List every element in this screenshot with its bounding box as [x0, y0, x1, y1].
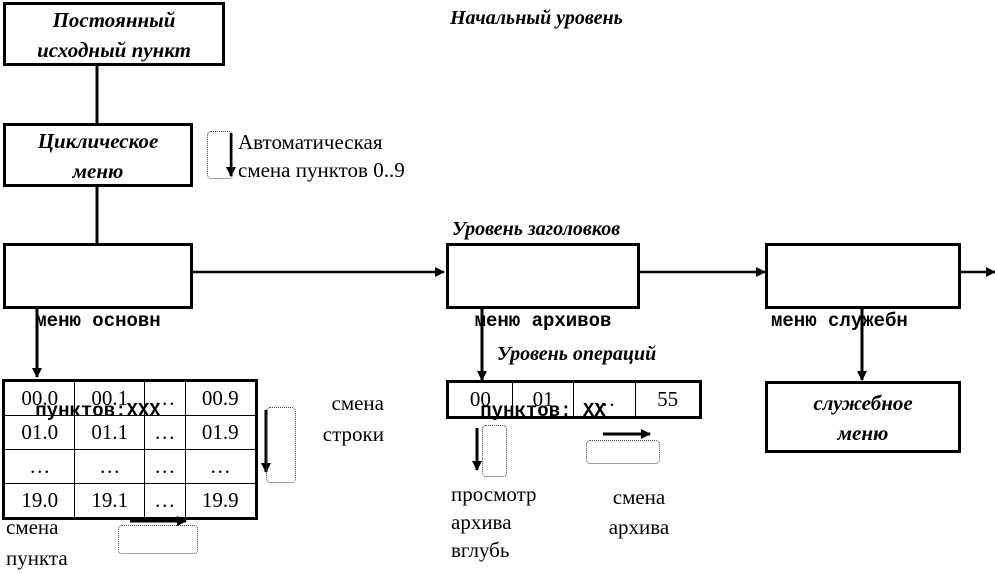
node-label: меню служебн [771, 310, 908, 332]
grid-row: 00 01 … 55 [447, 381, 701, 418]
node-service-menu[interactable]: меню служебн [765, 243, 961, 332]
grid-row: 01.0 01.1 … 01.9 [2, 415, 258, 450]
node-label: меню [837, 421, 889, 445]
node-archive-menu[interactable]: меню архивов пунктов: XX [446, 243, 640, 422]
grid-cell[interactable]: 00.1 [74, 380, 145, 416]
note-line: смена [331, 391, 385, 415]
grid-cell[interactable]: … [144, 415, 186, 450]
note-archive-change: смена архива [600, 482, 678, 542]
grid-row: 19.0 19.1 … 19.9 [2, 483, 258, 519]
grid-cell[interactable]: 19.0 [2, 483, 76, 519]
archive-row: 00 01 … 55 [446, 380, 702, 419]
grid-cell[interactable]: 01.1 [74, 415, 145, 450]
note-line: архива [608, 515, 670, 539]
note-line: смена пунктов 0..9 [238, 158, 405, 182]
node-service-submenu[interactable]: служебное меню [765, 381, 961, 453]
node-label: меню [72, 159, 124, 183]
archive-cell[interactable]: 01 [511, 381, 575, 418]
node-label: Постоянный [52, 8, 176, 32]
grid-cell[interactable]: 01.0 [2, 415, 76, 450]
note-line: архива [451, 510, 512, 534]
item-change-marker [118, 525, 198, 554]
note-line: вглубь [451, 538, 510, 562]
archive-deep-marker [482, 425, 507, 477]
node-label: исходный пункт [37, 38, 191, 62]
heading-operations-level: Уровень операций [497, 343, 657, 365]
note-auto-change: Автоматическая смена пунктов 0..9 [238, 128, 405, 184]
grid-cell[interactable]: 19.9 [184, 483, 258, 519]
node-label: Циклическое [37, 129, 159, 153]
grid-row: 00.0 00.1 … 00.9 [2, 380, 258, 416]
note-line: просмотр [451, 482, 537, 506]
grid-cell[interactable]: … [144, 449, 186, 484]
node-label: служебное [813, 391, 913, 415]
grid-cell[interactable]: … [144, 483, 186, 519]
note-line: строки [322, 422, 384, 446]
note-row-change: смена строки [310, 388, 384, 450]
note-line: пункта [6, 546, 68, 570]
note-item-change: смена пункта [6, 512, 68, 574]
node-cyclic-menu[interactable]: Циклическое меню [3, 123, 193, 187]
grid-cell[interactable]: 19.1 [74, 483, 145, 519]
grid-cell[interactable]: … [2, 449, 76, 484]
heading-headers-level: Уровень заголовков [452, 218, 621, 240]
main-items-grid: 00.0 00.1 … 00.9 01.0 01.1 … 01.9 … … … … [2, 379, 258, 520]
note-line: смена [612, 485, 666, 509]
row-change-marker [266, 407, 296, 483]
archive-change-marker [586, 440, 660, 464]
grid-cell[interactable]: … [74, 449, 145, 484]
auto-change-marker [207, 131, 233, 179]
archive-cell[interactable]: 55 [635, 381, 701, 418]
grid-row: … … … … [2, 449, 258, 484]
archive-cell[interactable]: … [573, 381, 637, 418]
node-label: меню основн [35, 310, 161, 332]
note-line: смена [6, 515, 59, 539]
grid-cell[interactable]: 00.0 [2, 380, 76, 416]
node-main-menu[interactable]: меню основн пунктов:XXX [3, 243, 193, 422]
grid-cell[interactable]: … [184, 449, 258, 484]
note-line: Автоматическая [238, 130, 383, 154]
grid-cell[interactable]: 01.9 [184, 415, 258, 450]
grid-cell[interactable]: 00.9 [184, 380, 258, 416]
node-permanent-start[interactable]: Постоянный исходный пункт [3, 2, 225, 66]
grid-cell[interactable]: … [144, 380, 186, 416]
archive-cell[interactable]: 00 [447, 381, 513, 418]
heading-initial-level: Начальный уровень [450, 7, 623, 29]
node-label: меню архивов [474, 310, 612, 332]
note-archive-deep: просмотр архива вглубь [451, 480, 537, 564]
